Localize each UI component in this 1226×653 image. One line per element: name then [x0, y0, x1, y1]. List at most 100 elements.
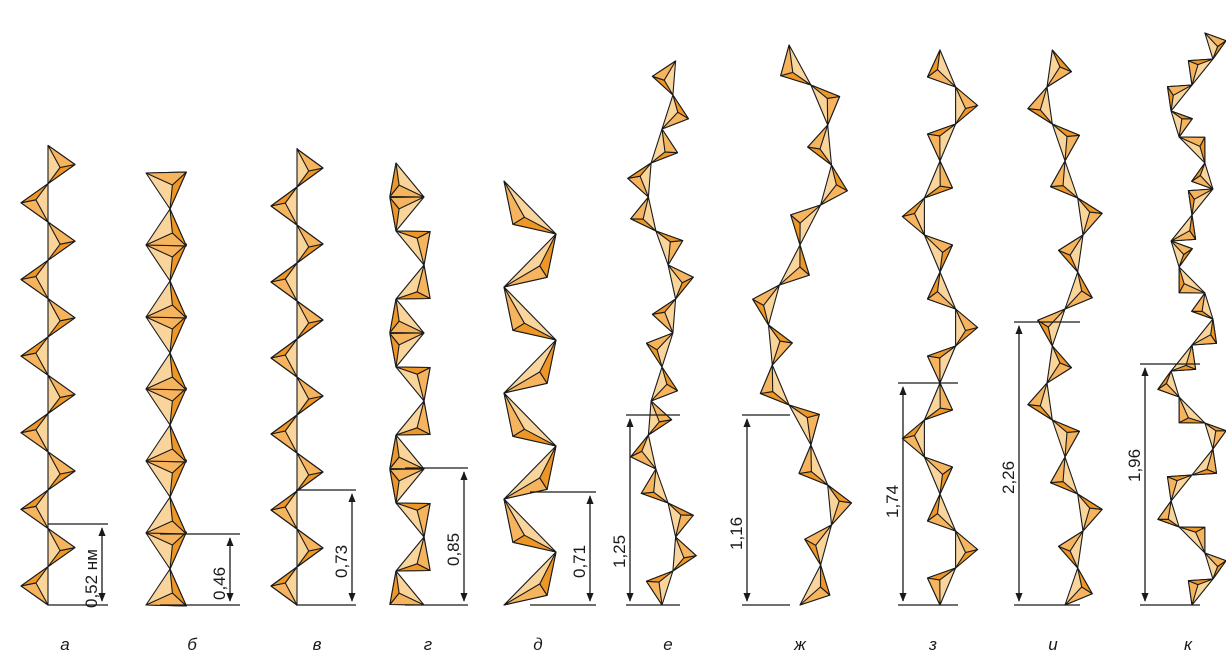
chain-k: 1,96 к: [1125, 363, 1200, 653]
tetrahedron-shape: [1058, 530, 1084, 569]
tetrahedron-shape: [145, 387, 187, 426]
annotations-layer: 0,52 нм а 0,46 б 0,73 в 0,85 г: [48, 321, 1200, 653]
tetrahedron-shape: [788, 404, 820, 446]
tetrahedron-shape: [661, 94, 689, 130]
tetrahedra-chain: [627, 60, 697, 606]
tetrahedron-shape: [389, 434, 425, 470]
tetrahedron-shape: [389, 570, 425, 606]
tetrahedron-shape: [145, 243, 187, 282]
tetrahedron-shape: [1157, 370, 1180, 398]
tetrahedron-shape: [645, 332, 674, 368]
tetrahedron-shape: [47, 374, 76, 415]
tetrahedron-shape: [1027, 86, 1053, 125]
tetrahedron-shape: [1170, 344, 1197, 372]
tetrahedron-shape: [1077, 493, 1103, 532]
chain-letter: и: [1048, 635, 1058, 653]
tetrahedron-shape: [955, 86, 979, 125]
period-label: 1,16: [727, 517, 746, 550]
tetrahedron-shape: [1178, 266, 1206, 294]
tetrahedron-shape: [145, 280, 187, 319]
tetrahedron-shape: [1178, 526, 1206, 554]
tetrahedron-shape: [645, 570, 674, 606]
tetrahedron-shape: [145, 352, 187, 391]
tetrahedron-shape: [503, 551, 557, 606]
tetrahedron-shape: [955, 308, 979, 347]
tetrahedron-shape: [1046, 345, 1072, 384]
tetrahedron-shape: [630, 434, 657, 470]
tetrahedron-shape: [1037, 308, 1066, 347]
tetrahedron-shape: [20, 336, 49, 376]
tetrahedron-shape: [503, 233, 557, 288]
tetrahedron-shape: [1051, 419, 1080, 458]
tetrahedron-shape: [296, 300, 324, 340]
tetrahedron-shape: [1064, 271, 1093, 310]
tetrahedron-shape: [503, 339, 557, 394]
tetrahedron-shape: [145, 424, 187, 463]
tetrahedron-shape: [270, 414, 298, 454]
tetrahedron-shape: [759, 364, 790, 406]
period-label: 1,74: [883, 485, 902, 518]
tetrahedron-shape: [145, 208, 187, 247]
chain-b: 0,46 б: [160, 533, 240, 653]
tetrahedron-shape: [1191, 292, 1214, 320]
tetrahedron-shape: [810, 84, 841, 126]
tetrahedron-shape: [145, 171, 187, 210]
tetrahedron-shape: [1191, 318, 1218, 346]
tetrahedron-shape: [503, 180, 557, 235]
tetrahedron-shape: [270, 338, 298, 378]
tetrahedron-shape: [270, 490, 298, 530]
tetrahedra-chain: [1157, 32, 1226, 606]
tetrahedron-shape: [503, 286, 557, 341]
chain-letter: а: [60, 635, 69, 653]
period-label: 2,26: [999, 461, 1018, 494]
tetrahedron-shape: [901, 197, 925, 236]
tetrahedron-shape: [804, 524, 833, 566]
chain-letter: к: [1184, 635, 1193, 653]
tetrahedron-shape: [630, 196, 657, 232]
tetrahedron-shape: [47, 298, 76, 338]
period-label: 0,71: [570, 545, 589, 578]
tetrahedron-shape: [47, 221, 76, 261]
tetrahedron-shape: [395, 400, 431, 436]
tetrahedron-shape: [926, 123, 957, 162]
tetrahedron-shape: [827, 484, 853, 526]
tetrahedron-shape: [651, 298, 677, 334]
tetrahedron-shape: [270, 186, 298, 226]
chain-v: 0,73 в: [296, 489, 356, 653]
tetrahedra-chain: [503, 180, 557, 606]
period-label: 0,85: [444, 533, 463, 566]
tetrahedron-shape: [1204, 552, 1226, 580]
tetrahedron-shape: [650, 128, 679, 164]
tetrahedron-shape: [395, 502, 431, 538]
tetrahedron-shape: [20, 489, 49, 529]
chain-z: 1,74 з: [883, 382, 958, 653]
tetrahedron-shape: [923, 234, 954, 273]
tetrahedron-shape: [1077, 197, 1103, 236]
tetrahedra-chain: [145, 171, 187, 607]
tetrahedron-shape: [296, 148, 324, 188]
period-label: 0,46: [210, 567, 229, 600]
tetrahedron-shape: [1178, 136, 1206, 164]
chain-i: 2,26 и: [999, 321, 1080, 653]
chain-letter: в: [313, 635, 322, 653]
tetrahedron-shape: [1187, 58, 1214, 86]
tetrahedron-shape: [47, 527, 76, 568]
tetrahedron-shape: [1170, 240, 1193, 268]
tetrahedron-shape: [389, 298, 425, 334]
chain-letter: з: [928, 635, 937, 653]
tetrahedron-shape: [820, 164, 848, 206]
tetrahedron-shape: [1166, 84, 1193, 112]
chain-letter: ж: [793, 635, 807, 653]
tetrahedron-shape: [145, 496, 187, 535]
tetrahedron-shape: [901, 419, 925, 458]
tetrahedron-shape: [1166, 474, 1193, 502]
tetrahedron-shape: [395, 536, 431, 572]
chain-a: 0,52 нм а: [48, 523, 108, 653]
tetrahedron-shape: [1050, 456, 1079, 495]
tetrahedron-shape: [655, 230, 684, 266]
tetrahedron-shape: [389, 332, 425, 368]
tetrahedron-shape: [395, 264, 431, 300]
chain-e: 1,25 е: [610, 414, 680, 653]
period-label: 1,96: [1125, 449, 1144, 482]
